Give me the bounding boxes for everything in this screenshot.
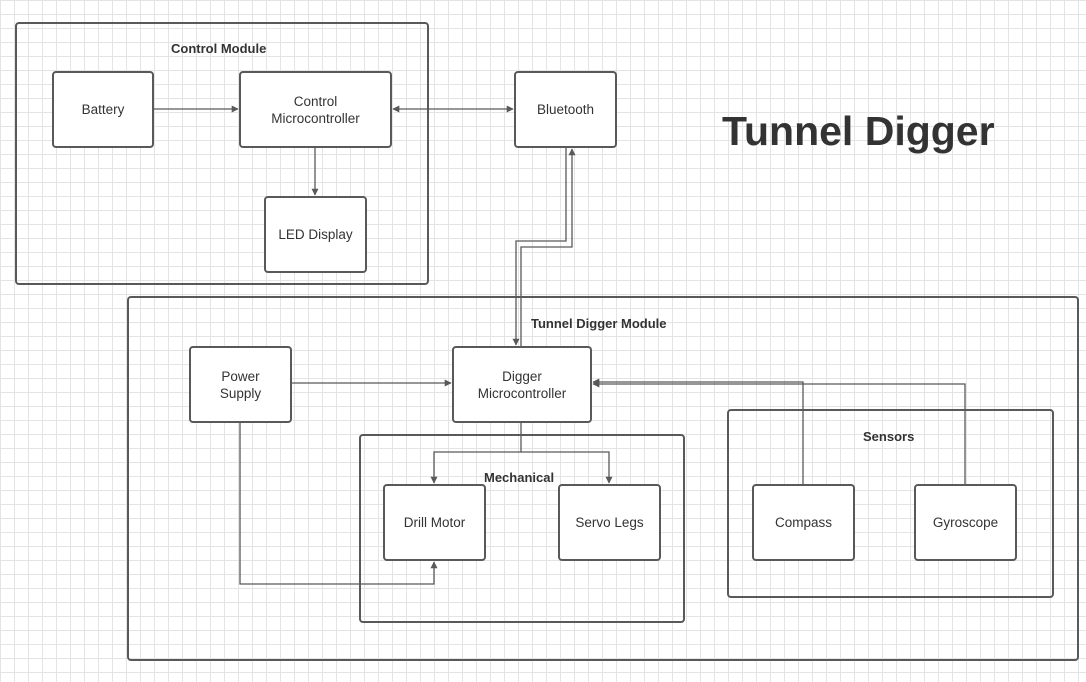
compass-label: Compass [774, 515, 833, 530]
digger-to-drill-arrow [430, 423, 522, 484]
drill-motor-label: Drill Motor [403, 515, 466, 530]
power-to-drill-arrow [239, 423, 438, 585]
gyroscope-to-digger-arrow [592, 380, 966, 484]
drill-motor-block[interactable]: Drill Motor [383, 484, 486, 561]
bluetooth-label: Bluetooth [536, 102, 595, 117]
compass-to-digger-arrow [592, 378, 804, 484]
battery-label: Battery [81, 102, 125, 117]
control-microcontroller-label: Control Microcontroller [271, 93, 360, 126]
gyroscope-block[interactable]: Gyroscope [914, 484, 1017, 561]
power-supply-block[interactable]: Power Supply [189, 346, 292, 423]
gyroscope-label: Gyroscope [932, 515, 999, 530]
tunnel-digger-module-label: Tunnel Digger Module [531, 316, 667, 331]
mechanical-group [359, 434, 685, 623]
control-module-group [15, 22, 429, 285]
digger-microcontroller-block[interactable]: Digger Microcontroller [452, 346, 592, 423]
led-display-block[interactable]: LED Display [264, 196, 367, 273]
compass-block[interactable]: Compass [752, 484, 855, 561]
led-display-label: LED Display [278, 227, 353, 242]
sensors-group [727, 409, 1054, 598]
tunnel-digger-module-group [127, 296, 1079, 661]
bluetooth-to-digger-arrow [512, 148, 567, 346]
battery-block[interactable]: Battery [52, 71, 154, 148]
servo-legs-block[interactable]: Servo Legs [558, 484, 661, 561]
control-microcontroller-block[interactable]: Control Microcontroller [239, 71, 392, 148]
power-supply-label: Power Supply [219, 368, 262, 401]
diagram-title: Tunnel Digger [722, 108, 995, 154]
control-module-label: Control Module [171, 41, 267, 56]
mechanical-label: Mechanical [484, 470, 555, 485]
bluetooth-block[interactable]: Bluetooth [514, 71, 617, 148]
sensors-label: Sensors [863, 429, 915, 444]
servo-legs-label: Servo Legs [575, 515, 644, 530]
digger-to-servo-arrow [521, 451, 613, 484]
digger-to-bluetooth-arrow [520, 148, 576, 346]
digger-microcontroller-label: Digger Microcontroller [477, 368, 567, 401]
